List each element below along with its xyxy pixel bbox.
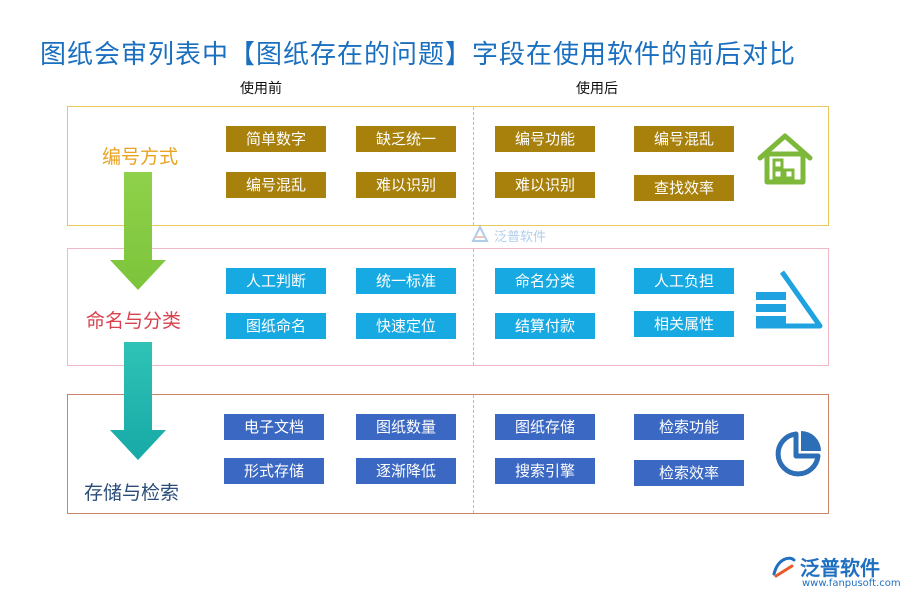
row-label-numbering: 编号方式 [102,146,179,168]
row-label-storage: 存储与检索 [84,482,180,504]
brand-icon [772,556,796,578]
tag-before: 逐渐降低 [356,458,456,484]
tag-after: 编号功能 [495,126,595,152]
watermark-text: 泛普软件 [494,230,547,245]
tag-after: 难以识别 [495,172,595,198]
watermark: 泛普软件 [470,224,560,246]
logo-name: 泛普软件 [800,556,880,580]
tag-after: 相关属性 [634,311,734,337]
brand-icon [471,225,489,242]
stacked-chart-icon [756,270,823,329]
tag-after: 搜索引擎 [495,458,595,484]
tag-after: 检索效率 [634,460,744,486]
tag-before: 统一标准 [356,268,456,294]
panel-divider [473,107,474,225]
panel-naming [67,248,829,366]
tag-before: 难以识别 [356,172,456,198]
tag-after: 检索功能 [634,414,744,440]
tag-after: 结算付款 [495,313,595,339]
tag-after: 查找效率 [634,175,734,201]
panel-divider [473,249,474,365]
tag-before: 图纸命名 [226,313,326,339]
tag-before: 编号混乱 [226,172,326,198]
pie-chart-icon [775,431,821,477]
house-icon [757,133,813,185]
tag-before: 缺乏统一 [356,126,456,152]
tag-before: 图纸数量 [356,414,456,440]
logo-url: www.fanpusoft.com [802,578,900,589]
tag-before: 形式存储 [224,458,324,484]
brand-logo: 泛普软件 www.fanpusoft.com [770,548,900,594]
tag-after: 图纸存储 [495,414,595,440]
down-arrow-teal [110,342,166,460]
panel-numbering [67,106,829,226]
page-title: 图纸会审列表中【图纸存在的问题】字段在使用软件的前后对比 [40,40,797,70]
row-label-naming: 命名与分类 [86,310,182,332]
tag-before: 人工判断 [226,268,326,294]
column-header-after: 使用后 [576,81,618,97]
tag-before: 简单数字 [226,126,326,152]
panel-storage [67,394,829,514]
tag-after: 编号混乱 [634,126,734,152]
down-arrow-green [110,172,166,290]
tag-before: 快速定位 [356,313,456,339]
tag-after: 人工负担 [634,268,734,294]
tag-before: 电子文档 [224,414,324,440]
tag-after: 命名分类 [495,268,595,294]
panel-divider [473,395,474,513]
column-header-before: 使用前 [240,81,282,97]
